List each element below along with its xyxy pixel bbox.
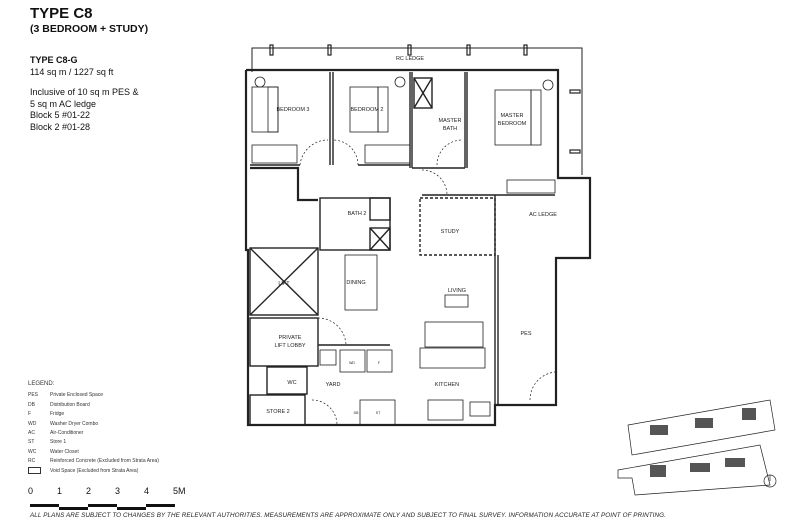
unit-subtype: TYPE C8-G <box>30 55 78 65</box>
label-bedroom-3: BEDROOM 3 <box>276 107 309 113</box>
label-fridge: F <box>378 361 380 365</box>
scale-tick: 2 <box>86 486 92 496</box>
unit-info: TYPE C8-G 114 sq m / 1227 sq ft Inclusiv… <box>30 55 139 133</box>
label-bath-2: BATH 2 <box>348 211 367 217</box>
scale-bar: 0 1 2 3 4 5M <box>28 486 188 516</box>
label-master-bedroom: BEDROOM <box>498 121 527 127</box>
unit-type-title: TYPE C8 <box>30 5 93 22</box>
label-ac-ledge: AC LEDGE <box>529 212 557 218</box>
door-swings <box>299 139 556 426</box>
label-pes: PES <box>520 331 531 337</box>
label-st: ST <box>376 411 381 415</box>
legend-heading: LEGEND: <box>28 381 55 387</box>
furniture <box>251 76 556 426</box>
label-db: DB <box>354 411 360 415</box>
label-bedroom-2: BEDROOM 2 <box>350 107 383 113</box>
label-living: LIVING <box>448 288 466 294</box>
label-kitchen: KITCHEN <box>435 382 459 388</box>
legend-item: Void Space (Excluded from Strata Area) <box>28 466 159 478</box>
room-labels: RC LEDGE BEDROOM 3 BEDROOM 2 MASTER BATH… <box>266 56 557 415</box>
scale-tick: 4 <box>144 486 150 496</box>
label-study: STUDY <box>441 229 460 235</box>
scale-tick: 1 <box>57 486 63 496</box>
unit-note: Inclusive of 10 sq m PES & <box>30 87 139 97</box>
interior-walls <box>249 72 555 426</box>
label-dining: DINING <box>346 280 365 286</box>
site-key-plan <box>617 399 777 496</box>
unit-type-subtitle: (3 BEDROOM + STUDY) <box>30 23 149 35</box>
label-wc: WC <box>287 380 296 386</box>
label-master-bath: BATH <box>443 126 457 132</box>
label-store-2: STORE 2 <box>266 409 289 415</box>
ledge-posts <box>269 44 581 154</box>
label-private-lift-lobby: LIFT LOBBY <box>274 343 305 349</box>
unit-block: Block 5 #01-22 <box>30 110 91 120</box>
unit-area: 114 sq m / 1227 sq ft <box>30 66 114 77</box>
label-master-bedroom: MASTER <box>501 113 524 119</box>
unit-note: 5 sq m AC ledge <box>30 98 97 109</box>
label-yard: YARD <box>326 382 341 388</box>
exterior-walls <box>244 68 592 427</box>
label-master-bath: MASTER <box>439 118 462 124</box>
void-space-icon <box>28 466 41 474</box>
scale-tick: 5M <box>173 486 186 496</box>
label-lift: LIFT <box>278 281 290 287</box>
label-private-lift-lobby: PRIVATE <box>279 335 302 341</box>
label-rc-ledge: RC LEDGE <box>396 56 424 62</box>
rc-ledge-outline <box>251 47 583 175</box>
label-wd: WD <box>349 361 355 365</box>
unit-block: Block 2 #01-28 <box>30 121 91 132</box>
scale-tick: 3 <box>115 486 121 496</box>
scale-tick: 0 <box>28 486 34 496</box>
disclaimer: ALL PLANS ARE SUBJECT TO CHANGES BY THE … <box>30 512 667 519</box>
scale-bar-graphic <box>30 504 175 510</box>
